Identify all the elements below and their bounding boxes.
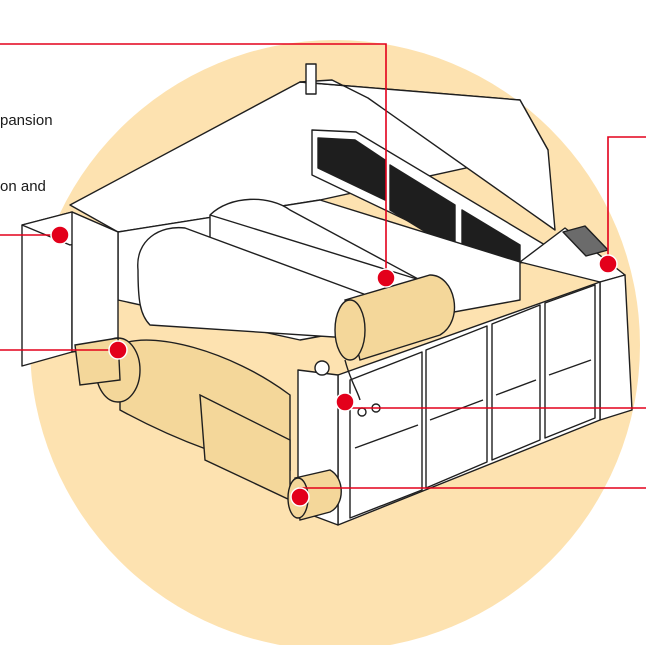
marker-right-cabinet xyxy=(598,254,618,274)
leader-expansion-tank xyxy=(0,43,387,278)
marker-expansion-tank xyxy=(376,268,396,288)
marker-bottom-pump xyxy=(290,487,310,507)
vent-slot-1 xyxy=(317,137,386,201)
door-handle-2 xyxy=(429,399,484,421)
leader-right-cabinet xyxy=(607,136,646,264)
door-3 xyxy=(491,304,541,461)
marker-gauges xyxy=(335,392,355,412)
front-roller xyxy=(137,226,381,341)
callout-text-line-1: pansion xyxy=(0,112,53,129)
top-right-frame xyxy=(299,79,556,231)
callout-markers xyxy=(50,225,618,507)
callout-text-line-2: on and xyxy=(0,178,46,195)
marker-pump xyxy=(108,340,128,360)
door-4 xyxy=(544,284,596,439)
door-2 xyxy=(425,325,488,489)
callout-text: pansion on and xyxy=(0,66,53,220)
door-handle-4 xyxy=(548,359,592,376)
left-tower-side xyxy=(71,211,119,353)
door-handle-1 xyxy=(354,424,419,449)
door-1 xyxy=(349,351,423,519)
top-post xyxy=(305,63,317,95)
expansion-tank xyxy=(334,274,456,401)
gauge-1 xyxy=(314,360,330,376)
gauge-2 xyxy=(357,407,367,417)
marker-left-tower xyxy=(50,225,70,245)
door-handle-3 xyxy=(495,379,537,396)
